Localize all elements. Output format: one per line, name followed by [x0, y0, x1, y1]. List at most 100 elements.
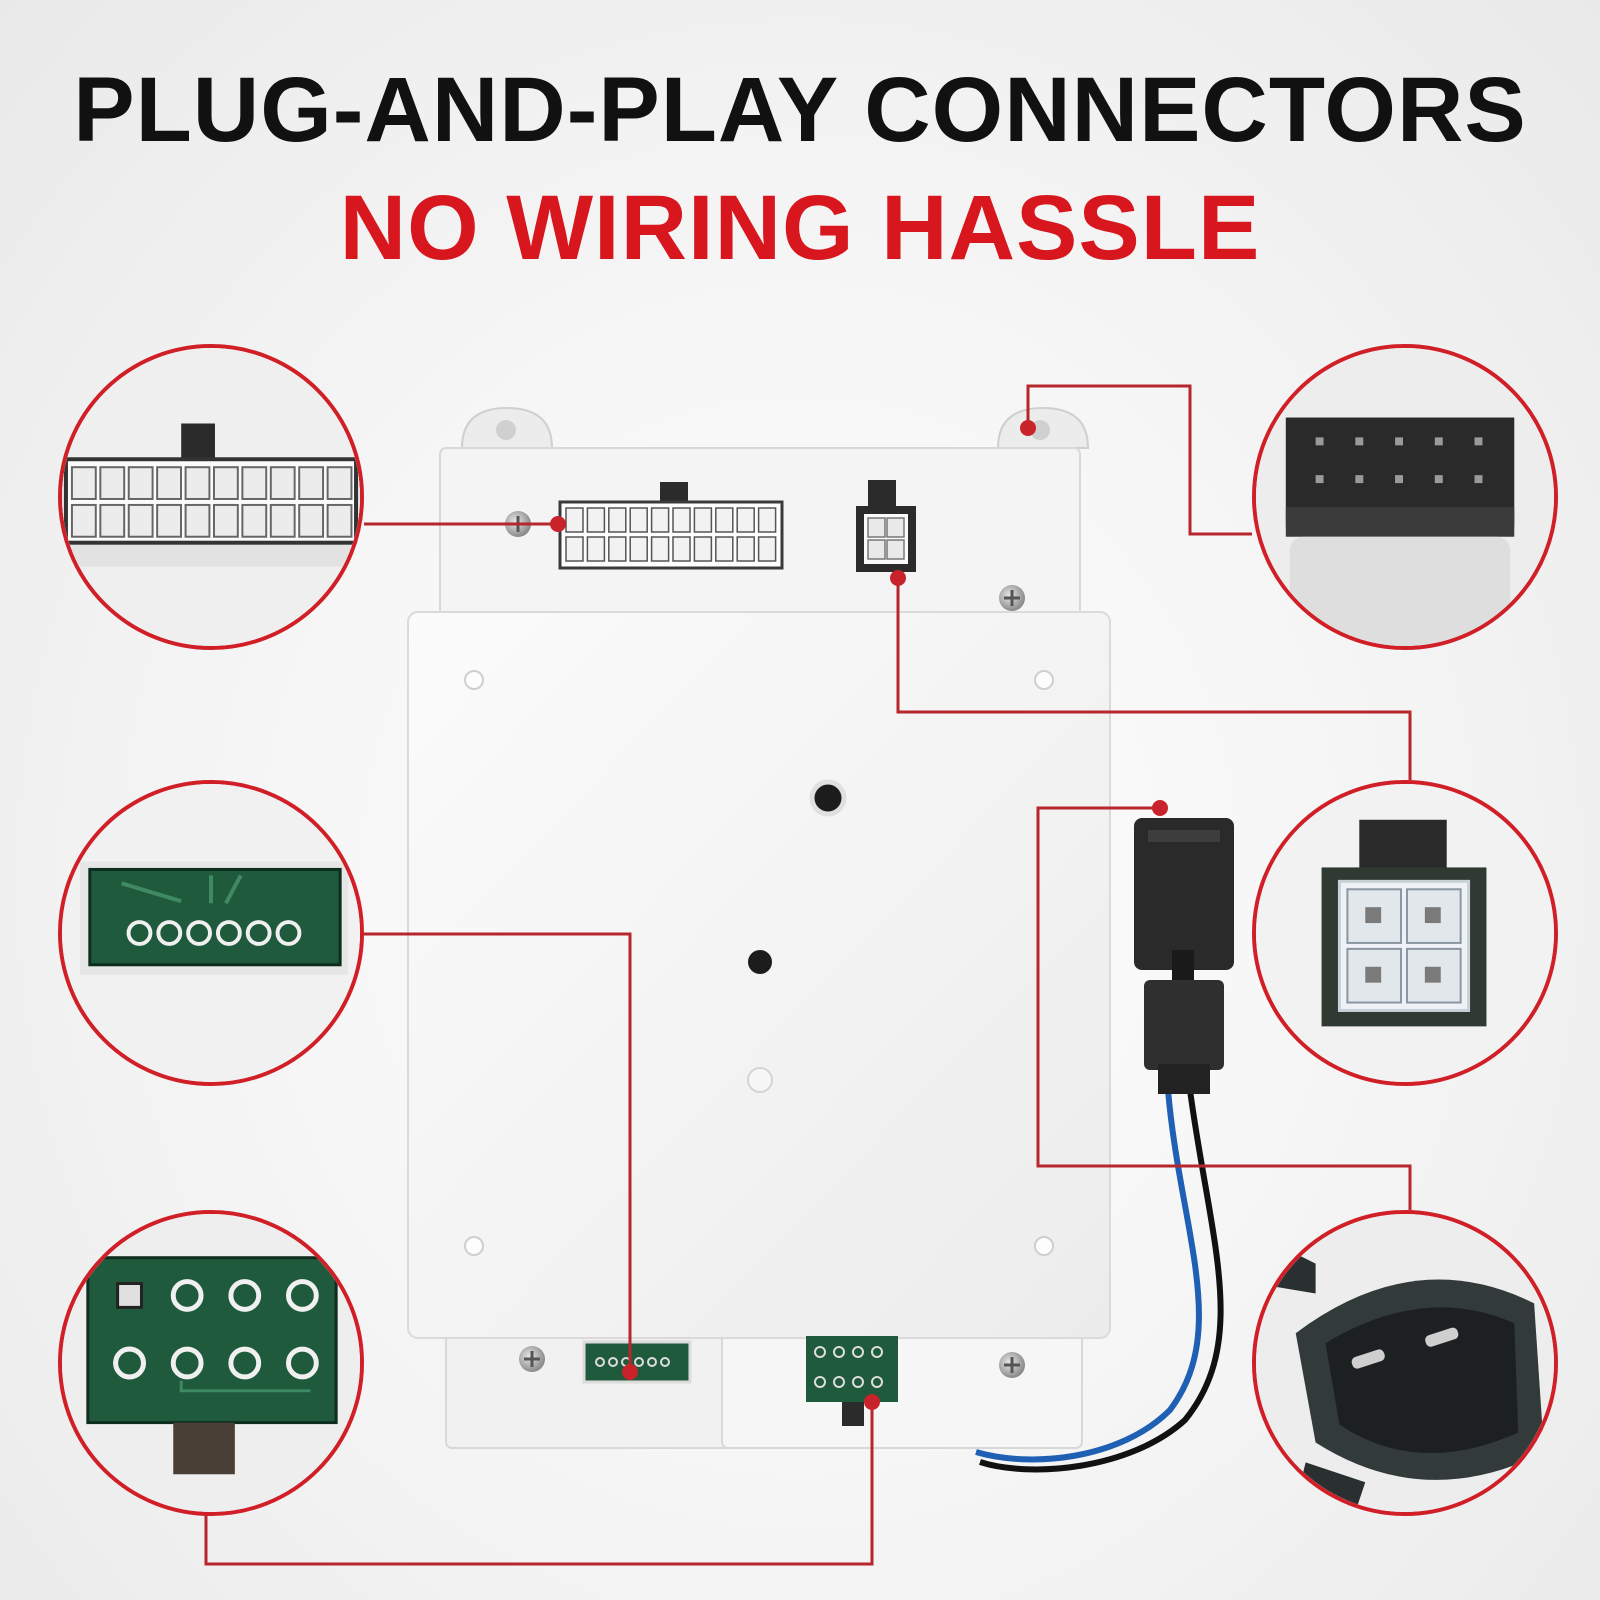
- pin: [241, 503, 268, 538]
- pin: [672, 507, 691, 533]
- pin: [186, 920, 212, 946]
- pin: [212, 466, 239, 500]
- pin: [629, 536, 648, 562]
- pin: [275, 920, 302, 946]
- pin: [852, 1346, 864, 1358]
- pin: [833, 1376, 845, 1388]
- pin: [693, 507, 713, 533]
- zoom-weatherproof-plug: [1252, 1210, 1558, 1516]
- pin: [595, 1357, 605, 1367]
- pin: [608, 1357, 618, 1367]
- weatherproof-plug: [1134, 818, 1234, 1094]
- pin: [269, 503, 296, 538]
- pin: [298, 503, 325, 538]
- pin: [715, 536, 734, 562]
- hole: [748, 950, 772, 974]
- pin: [184, 466, 211, 500]
- screw-icon: [999, 585, 1025, 611]
- connector-20-pin-icon: [62, 348, 360, 646]
- pin: [586, 507, 606, 533]
- rivet: [747, 1067, 773, 1093]
- pin: [1355, 437, 1364, 446]
- rivet: [464, 670, 484, 690]
- pin: [1434, 437, 1443, 446]
- pin: [70, 503, 97, 538]
- screw-icon: [999, 1352, 1025, 1378]
- pin: [127, 503, 154, 538]
- pin: [156, 466, 182, 500]
- pin: [170, 1346, 204, 1380]
- pin: [298, 466, 325, 500]
- pin: [245, 920, 272, 946]
- pin: [170, 1279, 204, 1312]
- pin: [565, 507, 584, 533]
- pcb-6-pin-header-icon: [62, 784, 360, 1082]
- pin: [269, 466, 296, 500]
- rivet: [1034, 1236, 1054, 1256]
- pin: [113, 1346, 146, 1380]
- pin: [736, 536, 755, 562]
- pcb-8-pin-header-icon: [62, 1214, 360, 1512]
- main-cover: [407, 611, 1111, 1339]
- pcb-header-6-pin: [582, 1340, 692, 1384]
- pin: [1355, 475, 1364, 484]
- screw-icon: [519, 1346, 545, 1372]
- pin: [228, 1279, 262, 1312]
- pin: [634, 1357, 644, 1367]
- lower-housing-right: [721, 1319, 1083, 1449]
- pin: [70, 466, 97, 500]
- pin: [127, 466, 154, 500]
- pin: [1474, 437, 1483, 446]
- zoom-connector-20-pin: [58, 344, 364, 650]
- headline-line-1: PLUG-AND-PLAY CONNECTORS: [73, 59, 1527, 161]
- pin: [326, 503, 353, 538]
- pin: [757, 507, 777, 533]
- zoom-pcb-6-pin-header: [58, 780, 364, 1086]
- connector-4-pin: [856, 480, 916, 572]
- pin: [285, 1279, 319, 1312]
- pin: [565, 536, 584, 562]
- pin: [215, 920, 242, 946]
- weatherproof-plug-icon: [1256, 1214, 1554, 1512]
- leader-lines: [204, 384, 1412, 1566]
- pin: [736, 507, 755, 533]
- headline-line-2: NO WIRING HASSLE: [339, 177, 1261, 279]
- pin: [715, 507, 734, 533]
- mounting-ear-left: [460, 406, 554, 449]
- pin: [814, 1376, 826, 1388]
- pin: [629, 507, 648, 533]
- pin: [285, 1346, 319, 1380]
- connector-pins-closeup-icon: [1256, 348, 1554, 646]
- wire-blue: [975, 1089, 1202, 1463]
- pin: [1395, 475, 1404, 484]
- pin: [833, 1346, 845, 1358]
- pin: [184, 503, 211, 538]
- pin: [852, 1376, 864, 1388]
- pin: [1434, 475, 1443, 484]
- pin: [228, 1346, 262, 1380]
- pin: [156, 503, 182, 538]
- pcb-header-8-pin: [806, 1336, 898, 1426]
- leader-dots: [550, 420, 1168, 1410]
- pin: [871, 1346, 883, 1358]
- zoom-connector-4-pin: [1252, 780, 1558, 1086]
- pin: [99, 466, 126, 500]
- rivet: [1034, 670, 1054, 690]
- pin: [241, 466, 268, 500]
- pin: [871, 1376, 883, 1388]
- pin: [814, 1346, 826, 1358]
- pin: [1315, 475, 1324, 484]
- zoom-pcb-8-pin-header: [58, 1210, 364, 1516]
- pin: [586, 536, 606, 562]
- pin: [757, 536, 777, 562]
- pin: [212, 503, 239, 538]
- pin: [672, 536, 691, 562]
- pin: [156, 920, 183, 946]
- rivet: [464, 1236, 484, 1256]
- wire-black: [979, 1089, 1224, 1473]
- pin: [650, 536, 670, 562]
- pin: [608, 507, 627, 533]
- pin: [647, 1357, 657, 1367]
